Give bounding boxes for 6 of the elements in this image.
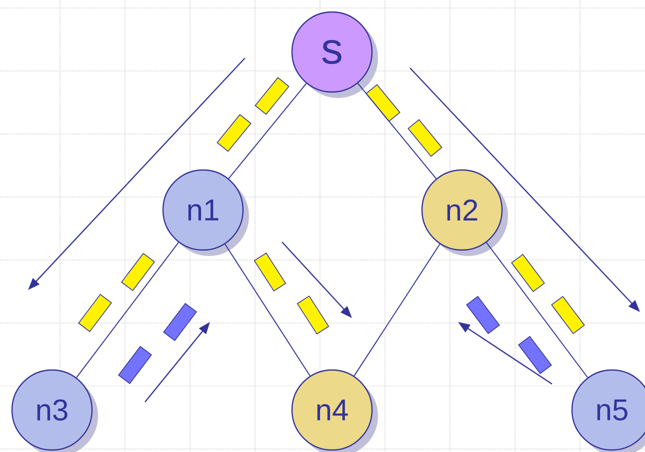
connector-line [354,244,440,376]
connector-line [357,82,437,180]
connector-line [76,242,180,378]
connector-line [486,242,588,378]
connector-line [228,82,307,180]
connector-line [224,244,310,376]
